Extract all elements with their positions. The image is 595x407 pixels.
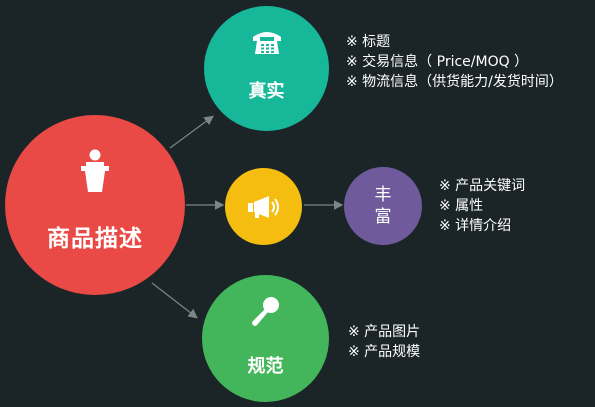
arrow-to-authentic	[169, 115, 214, 149]
note-trade-info: ※ 交易信息（ Price/MOQ ）	[346, 54, 529, 70]
rich-notes: ※ 产品关键词 ※ 属性 ※ 详情介绍	[439, 176, 525, 236]
note-product-keywords: ※ 产品关键词	[439, 178, 526, 194]
note-title: ※ 标题	[346, 34, 391, 50]
note-product-scale: ※ 产品规模	[348, 344, 421, 360]
standard-node: 规范	[202, 275, 329, 402]
note-details: ※ 详情介绍	[439, 218, 512, 234]
podium-speaker-icon	[80, 149, 110, 193]
rich-title-line2: 富	[374, 207, 392, 227]
authentic-notes: ※ 标题 ※ 交易信息（ Price/MOQ ） ※ 物流信息（供货能力/发货时…	[346, 32, 563, 92]
note-attributes: ※ 属性	[439, 198, 484, 214]
microphone-icon	[251, 296, 280, 328]
standard-title: 规范	[247, 355, 284, 377]
megaphone-icon	[247, 195, 281, 219]
rich-title-line1: 丰	[374, 185, 392, 205]
telephone-icon	[252, 29, 282, 55]
standard-notes: ※ 产品图片 ※ 产品规模	[348, 322, 420, 362]
note-logistics-info: ※ 物流信息（供货能力/发货时间）	[346, 74, 563, 90]
arrow-to-standard	[151, 282, 198, 319]
authentic-title: 真实	[248, 80, 285, 102]
rich-node: 丰 富	[344, 167, 422, 245]
note-product-images: ※ 产品图片	[348, 324, 421, 340]
center-node: 商品描述	[5, 115, 185, 295]
megaphone-node	[225, 168, 302, 245]
authentic-node: 真实	[204, 6, 329, 131]
center-title: 商品描述	[47, 226, 143, 252]
